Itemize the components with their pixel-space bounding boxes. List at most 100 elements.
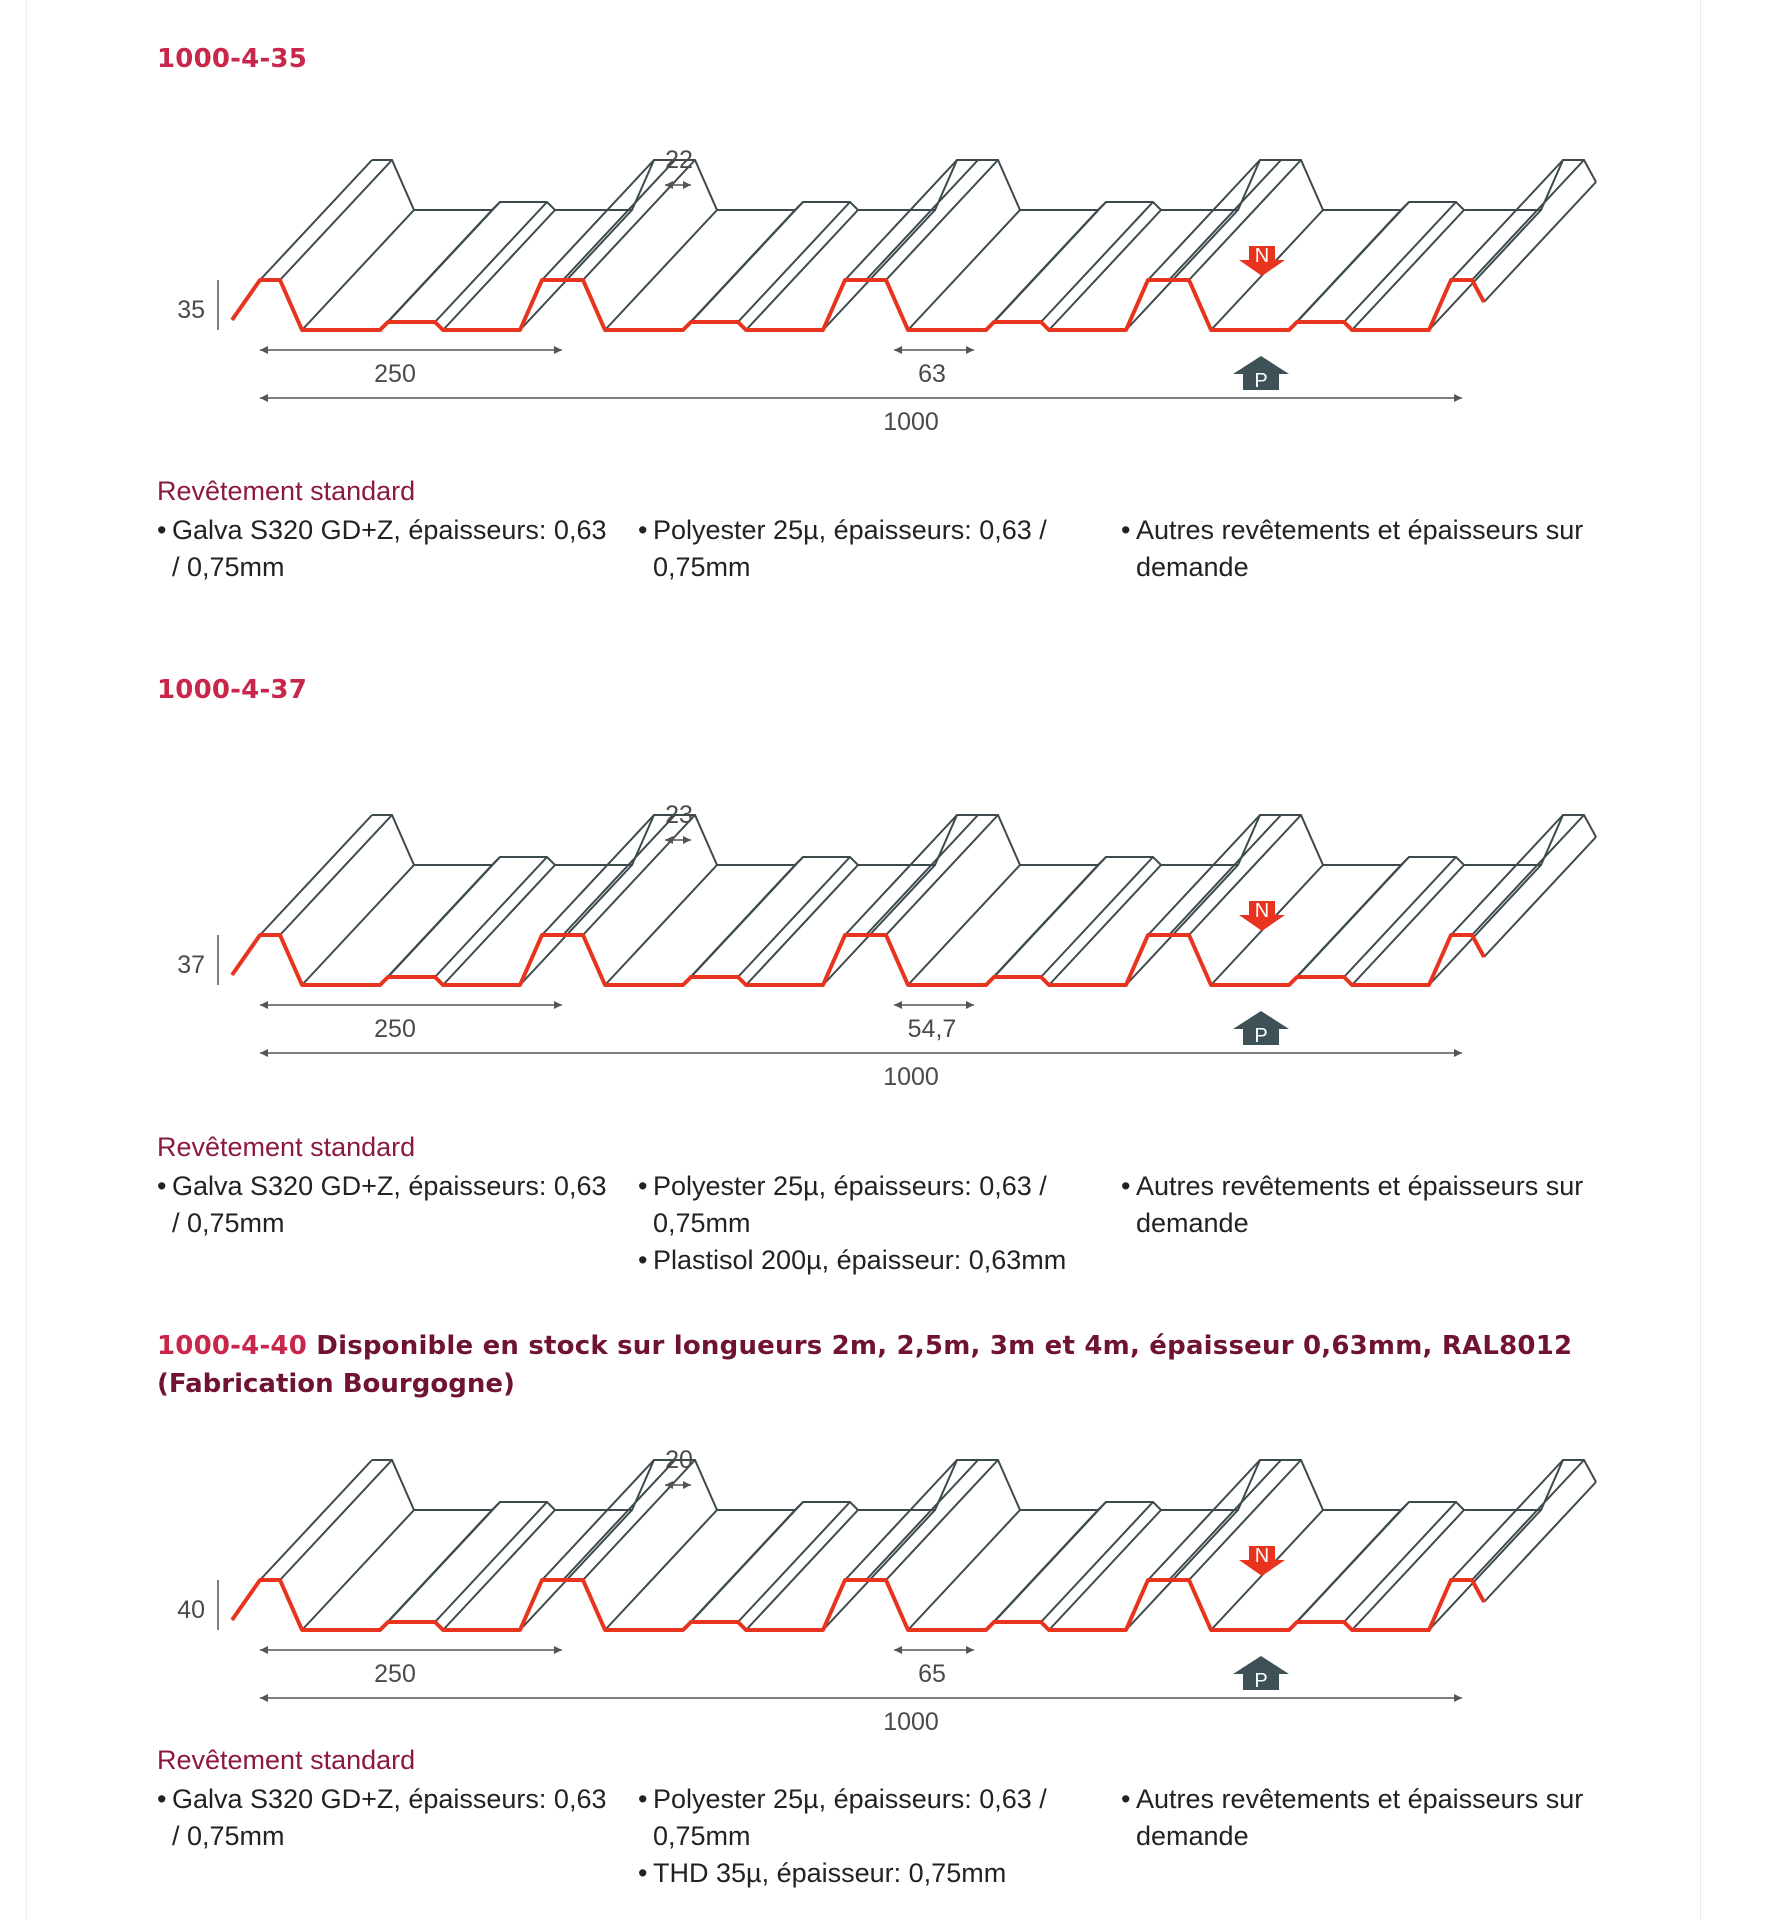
profile-depth-edge <box>885 1459 999 1581</box>
profile-depth-edge <box>442 1509 556 1631</box>
profile-depth-edge <box>387 856 501 978</box>
coatings-col-3: Autres revêtements et épaisseurs sur dem… <box>1121 512 1591 586</box>
profile-section-line <box>230 933 1486 987</box>
bottom-dim-arrow-end <box>966 1646 974 1654</box>
profile-depth-edge <box>434 856 548 978</box>
profile-depth-edge <box>1428 209 1542 331</box>
coating-item: Autres revêtements et épaisseurs sur dem… <box>1121 1168 1591 1242</box>
height-dim-label: 40 <box>177 1596 205 1624</box>
profile-depth-edge <box>1147 814 1261 936</box>
profile-depth-edge <box>541 1459 655 1581</box>
profile-depth-edge <box>1188 1459 1302 1581</box>
profile-depth-edge <box>604 1509 718 1631</box>
profile-depth-edge <box>1351 864 1465 986</box>
rib-top-dim-arrow-start <box>665 836 673 844</box>
profile-back-edge <box>372 1459 1597 1511</box>
profile-depth-edge <box>1147 159 1261 281</box>
positive-load-arrow-icon <box>1233 1656 1289 1690</box>
profile-depth-edge <box>582 1459 696 1581</box>
profile-depth-edge <box>745 864 859 986</box>
profile-depth-edge <box>434 1501 548 1623</box>
negative-load-arrow-icon <box>1239 246 1285 276</box>
profile-depth-edge <box>865 1459 979 1581</box>
positive-load-label: P <box>1254 1670 1267 1692</box>
profile-depth-edge <box>1471 159 1585 281</box>
profile-depth-edge <box>519 209 633 331</box>
profile-depth-edge <box>1483 1481 1597 1603</box>
section-title-line2: (Fabrication Bourgogne) <box>157 1369 515 1399</box>
profile-depth-edge <box>1296 201 1410 323</box>
section-title: 1000-4-37 <box>157 675 308 705</box>
coatings-col-1: Galva S320 GD+Z, épaisseurs: 0,63 / 0,75… <box>157 512 617 586</box>
coating-item: Polyester 25µ, épaisseurs: 0,63 / 0,75mm <box>638 1781 1078 1855</box>
pitch-dim-arrow-start <box>260 1001 268 1009</box>
profile-depth-edge <box>844 159 958 281</box>
profile-depth-edge <box>1296 1501 1410 1623</box>
profile-depth-edge <box>822 864 936 986</box>
width-dim-arrow-end <box>1454 1049 1462 1057</box>
coating-item: Galva S320 GD+Z, épaisseurs: 0,63 / 0,75… <box>157 1168 617 1242</box>
profile-section-3: 1000-4-40 Disponible en stock sur longue… <box>0 1325 1788 1920</box>
profile-depth-edge <box>442 209 556 331</box>
rib-top-dim-arrow-end <box>683 1481 691 1489</box>
positive-load-arrow-icon <box>1233 1011 1289 1045</box>
pitch-dim-label: 250 <box>374 1660 416 1688</box>
pitch-dim-arrow-end <box>554 346 562 354</box>
bottom-dim-label: 65 <box>918 1660 946 1688</box>
profile-depth-edge <box>865 814 979 936</box>
profile-depth-edge <box>1048 1509 1162 1631</box>
coating-item: Polyester 25µ, épaisseurs: 0,63 / 0,75mm <box>638 512 1078 586</box>
profile-depth-edge <box>1040 856 1154 978</box>
bottom-dim-arrow-start <box>894 1001 902 1009</box>
pitch-dim-arrow-start <box>260 346 268 354</box>
profile-depth-edge <box>1048 864 1162 986</box>
profile-back-edge <box>372 159 1597 211</box>
profile-depth-edge <box>1048 209 1162 331</box>
profile-depth-edge <box>562 1459 676 1581</box>
width-dim-label: 1000 <box>883 1708 939 1736</box>
profile-depth-edge <box>259 1459 373 1581</box>
profile-depth-edge <box>1428 864 1542 986</box>
profile-depth-edge <box>737 856 851 978</box>
profile-depth-edge <box>690 201 804 323</box>
profile-depth-edge <box>582 159 696 281</box>
height-dim-label: 37 <box>177 951 205 979</box>
profile-depth-edge <box>907 209 1021 331</box>
profile-depth-edge <box>907 1509 1021 1631</box>
profile-depth-edge <box>1343 856 1457 978</box>
negative-load-label: N <box>1255 900 1269 922</box>
profile-depth-edge <box>1450 814 1564 936</box>
profile-depth-edge <box>1343 201 1457 323</box>
bottom-dim-arrow-start <box>894 1646 902 1654</box>
pitch-dim-arrow-end <box>554 1646 562 1654</box>
profile-depth-edge <box>690 856 804 978</box>
profile-depth-edge <box>1188 814 1302 936</box>
profile-depth-edge <box>1483 836 1597 958</box>
profile-depth-edge <box>1296 856 1410 978</box>
coating-item: Galva S320 GD+Z, épaisseurs: 0,63 / 0,75… <box>157 1781 617 1855</box>
coatings-title: Revêtement standard <box>157 1745 416 1775</box>
profile-depth-edge <box>690 1501 804 1623</box>
profile-depth-edge <box>1125 864 1239 986</box>
profile-depth-edge <box>1428 1509 1542 1631</box>
profile-depth-edge <box>737 1501 851 1623</box>
coating-item: Autres revêtements et épaisseurs sur dem… <box>1121 512 1591 586</box>
profile-depth-edge <box>1168 814 1282 936</box>
profile-depth-edge <box>1351 209 1465 331</box>
profile-depth-edge <box>993 201 1107 323</box>
coating-item: Galva S320 GD+Z, épaisseurs: 0,63 / 0,75… <box>157 512 617 586</box>
profile-depth-edge <box>279 814 393 936</box>
profile-depth-edge <box>1450 159 1564 281</box>
profile-depth-edge <box>1125 1509 1239 1631</box>
profile-depth-edge <box>604 864 718 986</box>
width-dim-label: 1000 <box>883 408 939 436</box>
pitch-dim-arrow-end <box>554 1001 562 1009</box>
profile-depth-edge <box>1471 814 1585 936</box>
height-dim-label: 35 <box>177 296 205 324</box>
profile-section-line <box>230 1578 1486 1632</box>
width-dim-arrow-start <box>260 394 268 402</box>
profile-depth-edge <box>1188 159 1302 281</box>
